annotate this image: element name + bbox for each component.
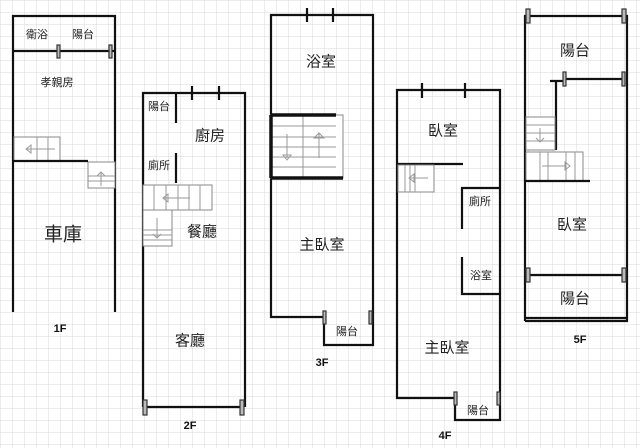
- floor-label: 4F: [439, 430, 452, 442]
- room-master-bedroom: 主臥室: [424, 339, 469, 357]
- room-bath: 衛浴: [26, 28, 48, 41]
- floor-label: 5F: [574, 334, 587, 346]
- floor-1f: 衛浴 陽台 孝親房 車庫 1F: [11, 14, 117, 335]
- floor-label: 1F: [54, 323, 67, 335]
- room-garage: 車庫: [44, 224, 82, 246]
- room-toilet: 廁所: [469, 194, 491, 208]
- room-balcony: 陽台: [72, 27, 94, 41]
- floor-3f: 浴室 主臥室 陽台 3F: [269, 8, 375, 369]
- floor-label: 2F: [184, 420, 197, 432]
- stairs: [269, 113, 344, 180]
- room-balcony: 陽台: [467, 403, 489, 417]
- floor-5f: 陽台 臥室 陽台 5F: [523, 8, 629, 346]
- room-bedroom: 臥室: [428, 122, 458, 140]
- room-balcony: 陽台: [148, 99, 170, 113]
- room-bedroom: 臥室: [557, 216, 587, 234]
- room-elder-room: 孝親房: [41, 76, 74, 89]
- room-balcony: 陽台: [336, 324, 358, 338]
- room-balcony-top: 陽台: [560, 42, 590, 60]
- room-living: 客廳: [175, 332, 205, 350]
- room-balcony-bottom: 陽台: [560, 290, 590, 308]
- room-bath: 浴室: [470, 268, 492, 282]
- floor-label: 3F: [316, 357, 329, 369]
- floor-2f: 陽台 廚房 廁所 餐廳 客廳 2F: [141, 86, 247, 432]
- floor-4f: 臥室 廁所 浴室 主臥室 陽台 4F: [395, 83, 502, 442]
- room-toilet: 廁所: [148, 158, 170, 172]
- room-bath: 浴室: [306, 53, 336, 71]
- room-kitchen: 廚房: [195, 127, 225, 145]
- stairs: [397, 164, 435, 193]
- room-dining: 餐廳: [187, 223, 217, 241]
- room-master-bedroom: 主臥室: [299, 236, 344, 254]
- stairs: [142, 184, 213, 247]
